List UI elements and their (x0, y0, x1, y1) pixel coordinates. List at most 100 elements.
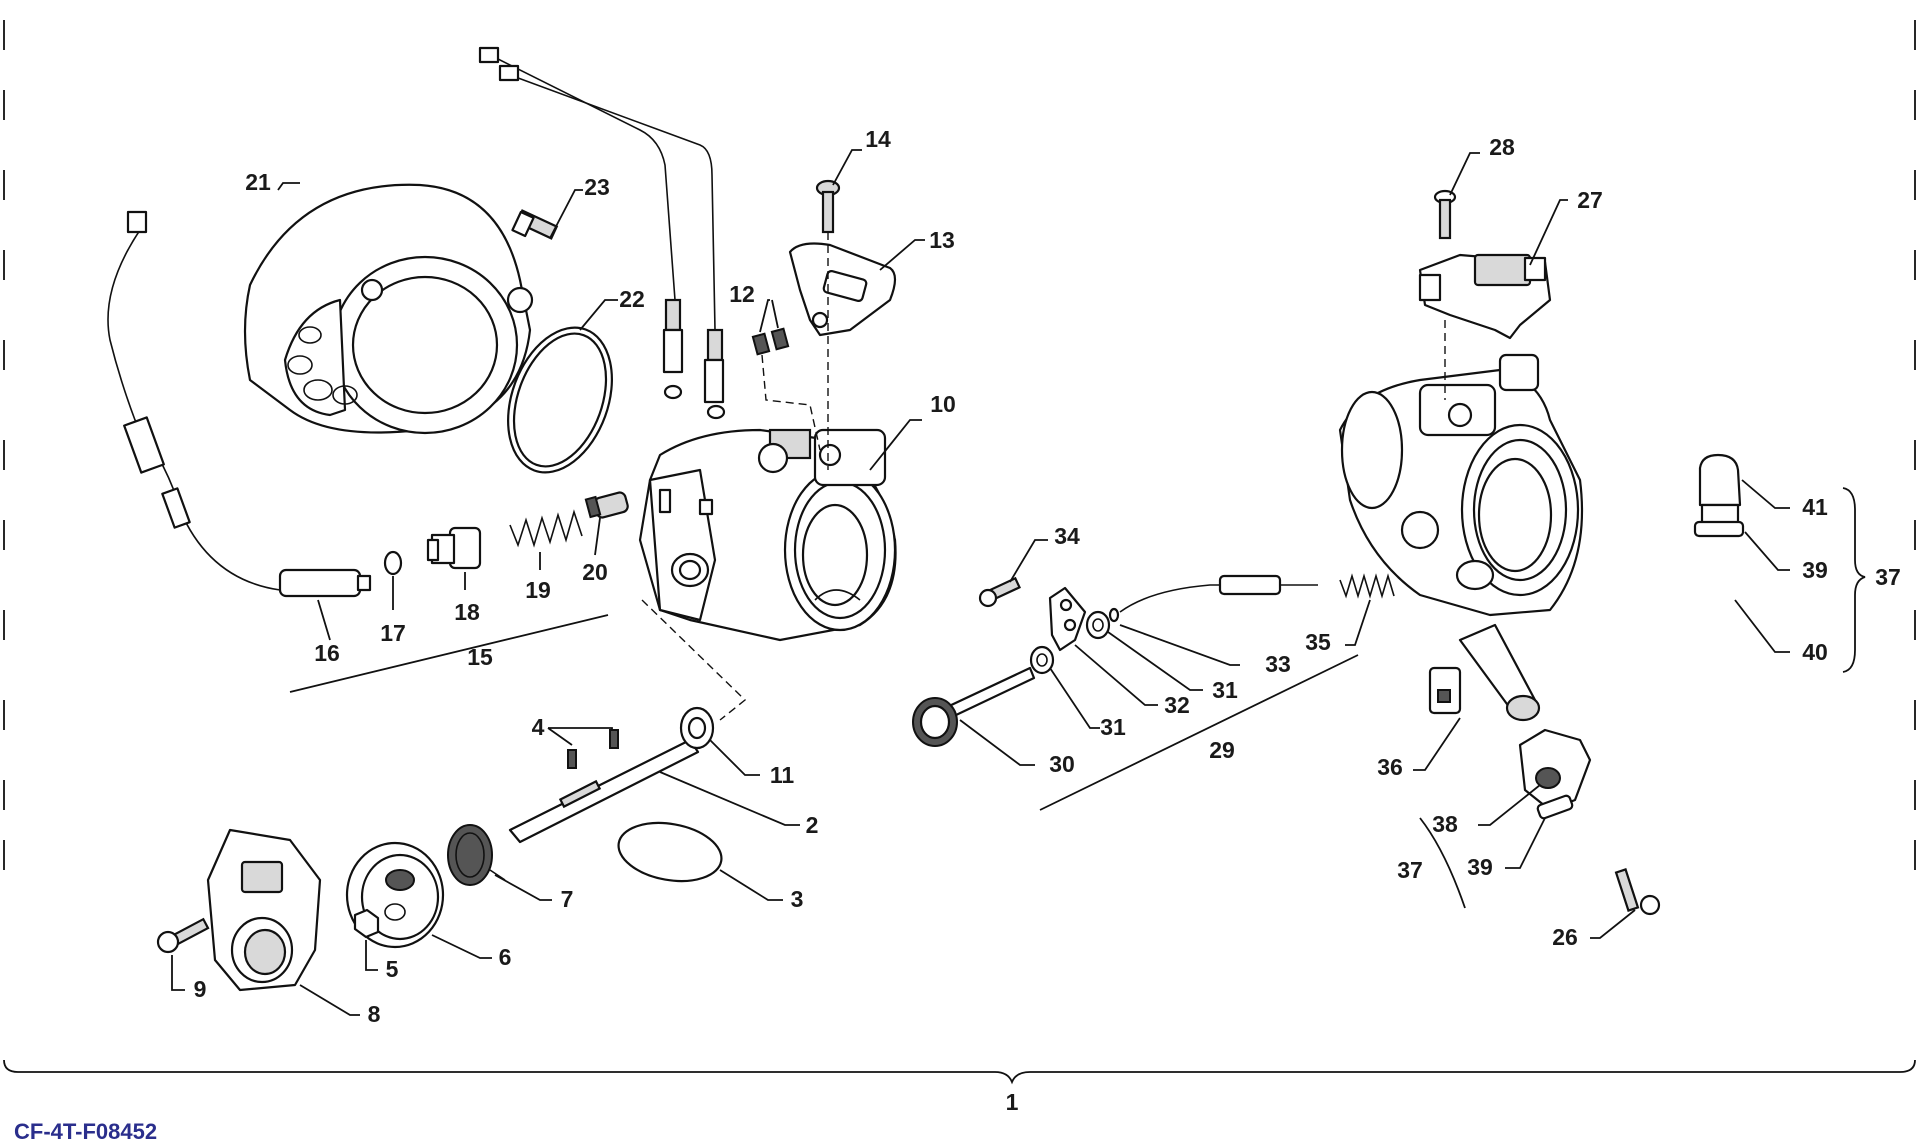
group-37-bracket (1842, 487, 1866, 673)
callout-40: 40 (1802, 639, 1828, 665)
callout-1: 1 (1006, 1089, 1019, 1115)
leader-34 (1009, 539, 1048, 583)
callout-30: 30 (1049, 751, 1075, 777)
callout-9: 9 (194, 976, 207, 1002)
throttle-body-10 (638, 428, 897, 642)
bracket-32 (1048, 586, 1087, 652)
callout-31b: 31 (1100, 714, 1126, 740)
leader-9 (171, 955, 185, 991)
screw-26 (1614, 868, 1661, 916)
fitting-41 (1698, 453, 1742, 525)
screw-34 (978, 576, 1021, 608)
washer-31-lower (1029, 645, 1055, 675)
callout-2: 2 (806, 812, 819, 838)
callout-21: 21 (245, 169, 271, 195)
callout-37a: 37 (1875, 564, 1901, 590)
group-37-lower-line (1419, 817, 1466, 909)
callout-4: 4 (532, 714, 545, 740)
adjuster-screws-12 (751, 327, 790, 356)
return-spring-7 (447, 824, 506, 886)
throttle-plate-3 (617, 821, 723, 883)
callout-36: 36 (1377, 754, 1403, 780)
callout-14: 14 (865, 126, 891, 152)
group-29-line (1039, 654, 1359, 811)
leader-28 (1449, 152, 1480, 196)
washer-11 (679, 706, 715, 750)
spring-19 (509, 509, 583, 548)
callout-3: 3 (791, 886, 804, 912)
callout-10: 10 (930, 391, 956, 417)
screw-9 (156, 917, 210, 954)
leader-4 (547, 727, 613, 746)
throttle-body-right (1338, 353, 1584, 617)
group-15-line (289, 614, 609, 693)
callout-27: 27 (1577, 187, 1603, 213)
callout-41: 41 (1802, 494, 1828, 520)
throttle-position-sensor-13 (788, 242, 897, 337)
leader-5 (365, 940, 378, 971)
leader-3 (719, 869, 783, 901)
air-filter-housing (243, 183, 534, 435)
injector-36 (1428, 623, 1541, 722)
leader-35 (1345, 599, 1371, 646)
callout-32: 32 (1164, 692, 1190, 718)
screws-4 (567, 729, 619, 769)
callout-33: 33 (1265, 651, 1291, 677)
leader-23 (549, 189, 583, 239)
gasket-ring-inner (512, 332, 608, 468)
callout-28: 28 (1489, 134, 1515, 160)
callout-39b: 39 (1467, 854, 1493, 880)
dash-11 (641, 599, 747, 721)
callout-15: 15 (467, 644, 493, 670)
screw-23 (511, 209, 559, 240)
o-ring-17 (383, 550, 403, 576)
callout-38: 38 (1432, 811, 1458, 837)
leader-22 (579, 299, 618, 331)
leader-11 (709, 739, 760, 776)
leader-41 (1741, 479, 1790, 509)
leader-31a (1107, 631, 1203, 691)
callout-7: 7 (561, 886, 574, 912)
leader-20 (594, 517, 601, 556)
callout-35: 35 (1305, 629, 1331, 655)
callout-16: 16 (314, 640, 340, 666)
callout-13: 13 (929, 227, 955, 253)
screw-14 (815, 179, 841, 234)
callout-29: 29 (1209, 737, 1235, 763)
leader-12 (759, 299, 779, 333)
leader-21 (277, 182, 300, 191)
callout-6: 6 (499, 944, 512, 970)
fuel-hose-40 (1551, 517, 1735, 848)
throttle-cables (478, 46, 726, 420)
clamp-39-lower (1536, 794, 1574, 820)
leader-6 (431, 934, 492, 959)
throttle-pulley-6 (345, 841, 445, 949)
leader-40 (1734, 599, 1790, 653)
leader-14 (832, 149, 862, 186)
fitting-18 (426, 526, 482, 570)
leader-36 (1413, 717, 1461, 771)
callout-34: 34 (1054, 523, 1080, 549)
callout-39a: 39 (1802, 557, 1828, 583)
leader-30 (959, 719, 1035, 766)
callout-12: 12 (729, 281, 755, 307)
callout-22: 22 (619, 286, 645, 312)
leader-32 (1074, 644, 1158, 706)
screw-28 (1433, 189, 1457, 240)
idle-knob-30 (912, 666, 1036, 747)
callout-5: 5 (386, 956, 399, 982)
leader-10 (869, 419, 922, 471)
throttle-shaft-2 (508, 738, 700, 844)
leader-38 (1478, 784, 1541, 826)
pulley-cover-8 (206, 828, 322, 992)
callout-23: 23 (584, 174, 610, 200)
figure-code: CF-4T-F08452 (14, 1119, 157, 1144)
idle-speed-cable (107, 210, 372, 598)
leader-2 (659, 771, 800, 826)
callout-31a: 31 (1212, 677, 1238, 703)
plunger-20 (584, 491, 629, 519)
leader-8 (299, 984, 360, 1016)
leader-31b (1049, 667, 1100, 729)
callout-18: 18 (454, 599, 480, 625)
